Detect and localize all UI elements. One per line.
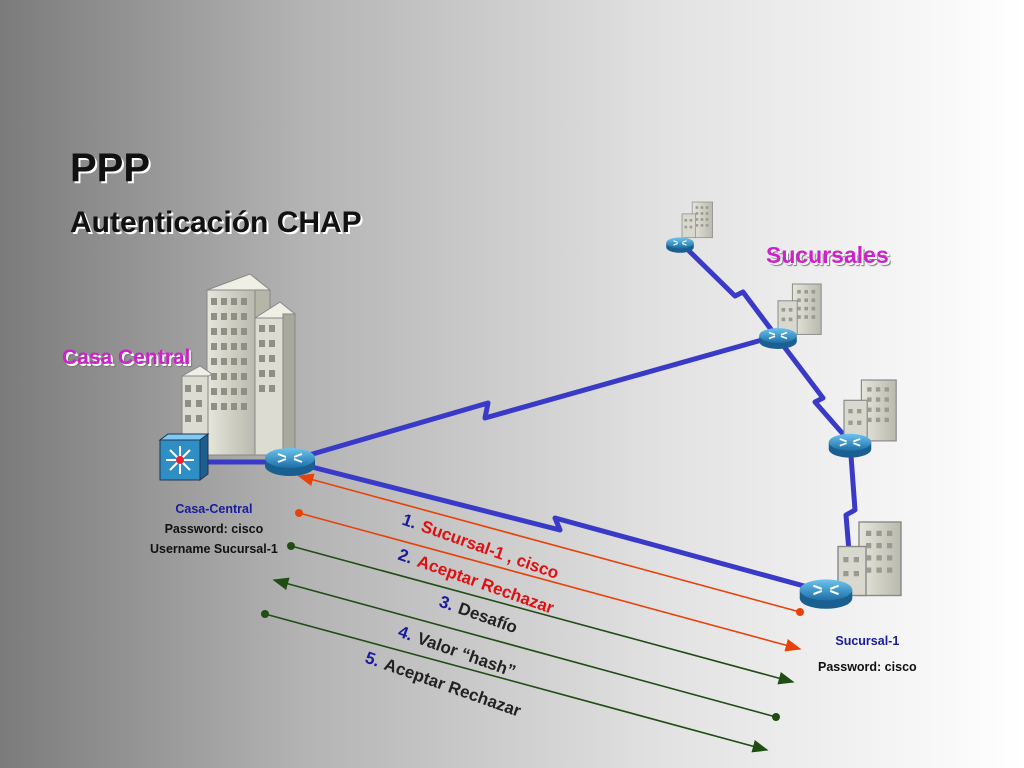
- sucursal-1-name: Sucursal-1: [835, 634, 900, 648]
- multilayer-switch-icon: [158, 433, 210, 481]
- router-sucursal-1-icon: [798, 578, 854, 610]
- arrow-3: [290, 545, 795, 685]
- casa-central-name: Casa-Central: [175, 502, 253, 516]
- central-building: [181, 273, 296, 456]
- arrow-endpoints: [261, 509, 804, 721]
- page-subtitle: Autenticación CHAP: [70, 206, 362, 239]
- router-casa-central-icon: [264, 447, 316, 477]
- sucursal-1-config: Sucursal-1 Password: cisco: [818, 628, 917, 680]
- branch-building-2: [777, 283, 822, 335]
- router-branch-hub-icon: [758, 327, 798, 350]
- sucursal-1-password: Password: cisco: [818, 660, 917, 674]
- casa-central-config: Casa-Central Password: cisco Username Su…: [150, 499, 278, 559]
- arrow-5: [264, 613, 769, 753]
- arrow-1: [297, 473, 801, 613]
- sucursales-label: Sucursales: [766, 242, 889, 268]
- page-title: PPP: [70, 146, 151, 190]
- link-central-to-sucursal-1: [291, 459, 827, 595]
- casa-central-password: Password: cisco: [164, 522, 264, 536]
- casa-central-label: Casa Central: [62, 346, 191, 369]
- router-branch-3-icon: [827, 432, 873, 459]
- arrow-2: [298, 512, 802, 652]
- branch-building-1: [681, 201, 714, 239]
- router-branch-1-icon: [665, 236, 695, 254]
- link-branch-top: [678, 240, 778, 338]
- casa-central-username: Username Sucursal-1: [150, 542, 278, 556]
- chap-exchange-arrows: [264, 473, 802, 753]
- wan-links: [291, 240, 858, 595]
- arrow-4: [272, 577, 777, 718]
- branch-building-3: [843, 379, 897, 442]
- link-central-to-branch-hub: [291, 333, 777, 463]
- link-branch-middle: [774, 334, 852, 444]
